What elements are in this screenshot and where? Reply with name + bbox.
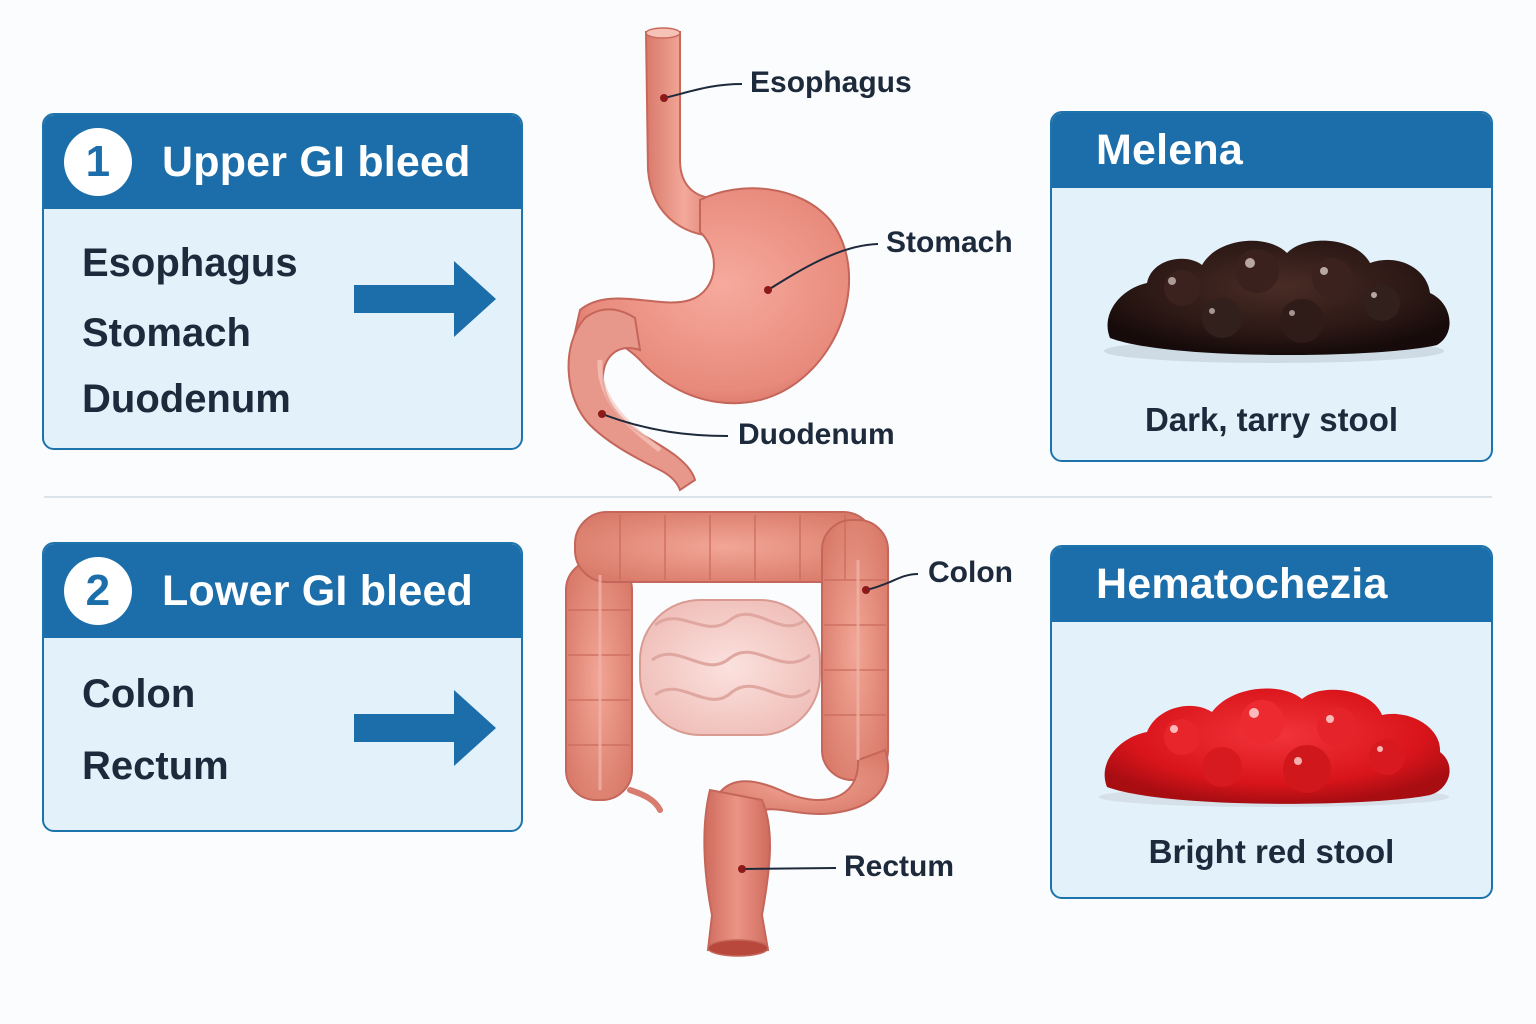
rectum-leader-line xyxy=(741,867,837,870)
melena-header: Melena xyxy=(1052,113,1491,188)
hematochezia-title: Hematochezia xyxy=(1096,560,1388,608)
melena-title: Melena xyxy=(1096,126,1243,174)
stomach-organ xyxy=(569,187,850,405)
label-rectum: Rectum xyxy=(844,850,955,883)
right-arrow-icon xyxy=(354,261,496,337)
upper-gi-card: 1 Upper GI bleed Esophagus Stomach Duode… xyxy=(42,113,523,450)
colon-marker-dot xyxy=(862,586,870,594)
label-colon: Colon xyxy=(928,556,1013,589)
stomach-leader-line xyxy=(767,243,879,291)
duodenum-marker-dot xyxy=(598,410,606,418)
rectum-organ xyxy=(703,788,771,957)
number-badge-1: 1 xyxy=(64,128,132,196)
upper-gi-region-list: Esophagus Stomach Duodenum xyxy=(82,243,298,419)
hematochezia-caption: Bright red stool xyxy=(1148,833,1395,870)
small-intestine-organ xyxy=(639,599,821,736)
region-stomach: Stomach xyxy=(82,311,251,355)
label-stomach: Stomach xyxy=(886,226,1013,259)
duodenum-leader-line xyxy=(601,413,729,437)
upper-gi-header: 1 Upper GI bleed xyxy=(44,115,521,209)
section-divider xyxy=(44,496,1492,498)
right-arrow-icon xyxy=(354,690,496,766)
lower-gi-header: 2 Lower GI bleed xyxy=(44,544,521,638)
hematochezia-card: Hematochezia Bright red stool xyxy=(1050,545,1493,899)
hematochezia-stool-image xyxy=(1099,688,1450,807)
melena-card: Melena Dark, tarry stool xyxy=(1050,111,1493,462)
rectum-marker-dot xyxy=(738,865,746,873)
label-esophagus: Esophagus xyxy=(750,66,912,99)
region-colon: Colon xyxy=(82,672,196,716)
lower-gi-title: Lower GI bleed xyxy=(162,566,474,615)
label-duodenum: Duodenum xyxy=(738,418,895,451)
lower-gi-card: 2 Lower GI bleed Colon Rectum xyxy=(42,542,523,832)
esophagus-marker-dot xyxy=(660,94,668,102)
colon-leader-line xyxy=(865,573,919,591)
upper-gi-title: Upper GI bleed xyxy=(162,137,471,186)
region-duodenum: Duodenum xyxy=(82,377,291,421)
esophagus-leader-line xyxy=(663,83,743,99)
region-esophagus: Esophagus xyxy=(82,241,298,285)
duodenum-organ xyxy=(567,308,697,492)
stomach-marker-dot xyxy=(764,286,772,294)
number-badge-2: 2 xyxy=(64,557,132,625)
lower-gi-region-list: Colon Rectum xyxy=(82,674,229,786)
melena-stool-image xyxy=(1104,240,1450,363)
melena-caption: Dark, tarry stool xyxy=(1144,401,1399,438)
region-rectum: Rectum xyxy=(82,744,229,788)
hematochezia-header: Hematochezia xyxy=(1052,547,1491,622)
